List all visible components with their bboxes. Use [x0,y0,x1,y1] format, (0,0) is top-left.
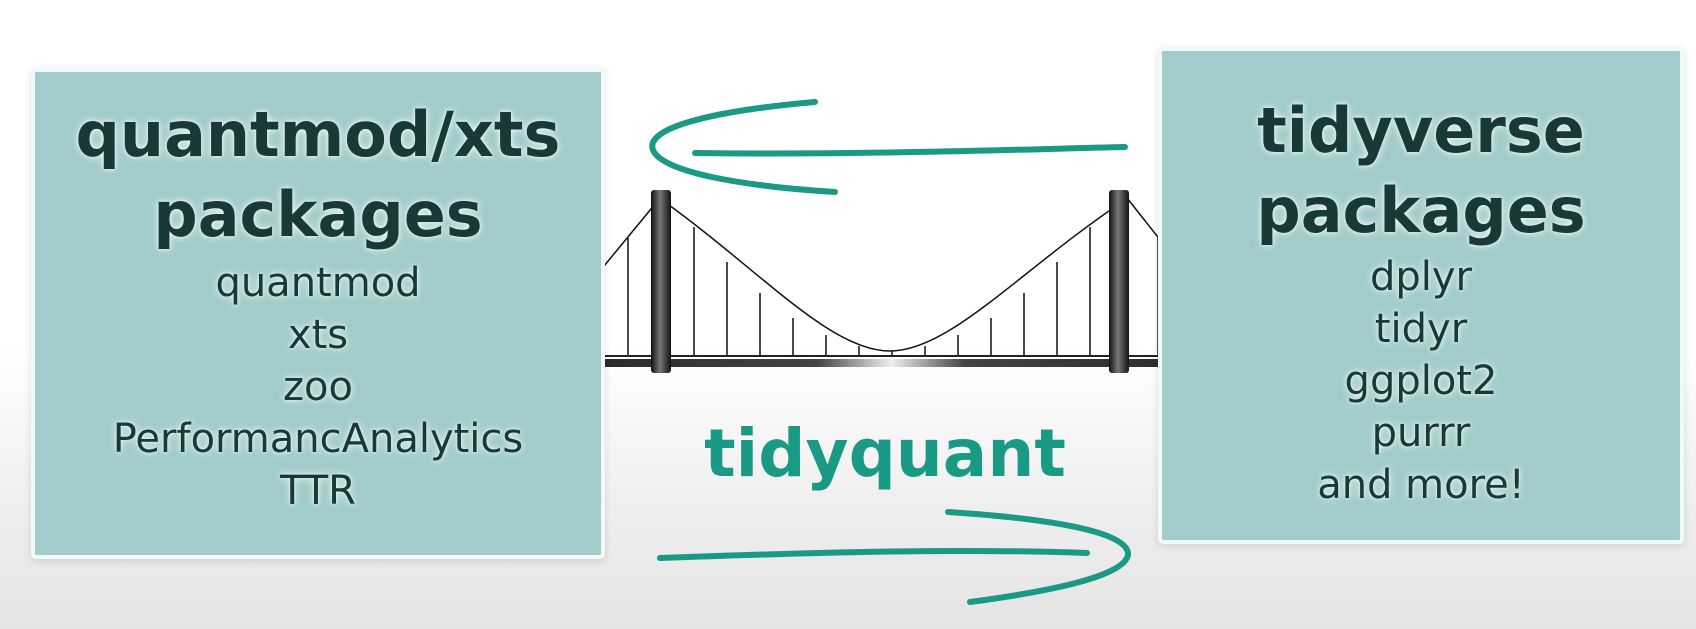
package-item: zoo [283,364,353,410]
package-item: tidyr [1374,306,1468,352]
package-item: quantmod [215,260,421,306]
package-item: PerformancAnalytics [112,416,524,462]
arrow-right-icon [657,509,1131,605]
right-box-title-line2: packages [1256,174,1586,247]
bridge-tower-left [651,190,671,373]
package-item: and more! [1317,462,1525,508]
arrow-left-icon [649,99,1128,195]
bridge-deck [525,359,1257,367]
package-item: xts [287,312,349,358]
package-item: dplyr [1369,254,1472,300]
left-box-title-line2: packages [153,178,483,251]
package-item: purrr [1371,410,1471,456]
tidyverse-box: tidyverse packages dplyr tidyr ggplot2 p… [1158,47,1684,544]
package-item: TTR [280,468,356,514]
left-box-title-line1: quantmod/xts [75,98,561,171]
tidyquant-label: tidyquant [704,415,1066,492]
quantmod-xts-box: quantmod/xts packages quantmod xts zoo P… [31,68,605,559]
package-item: ggplot2 [1344,358,1498,404]
right-box-title-line1: tidyverse [1257,94,1585,167]
bridge-tower-right [1109,190,1129,373]
